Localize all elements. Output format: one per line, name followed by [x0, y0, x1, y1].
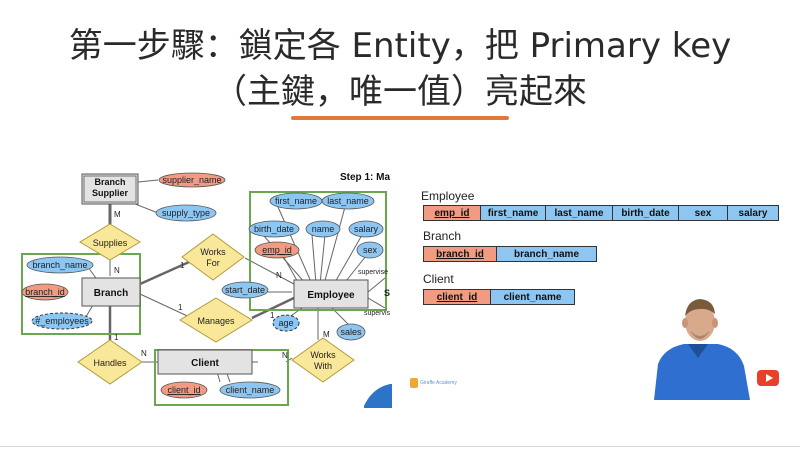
relationship-works-for-line-2: For	[206, 258, 220, 268]
branch-col-branch-name: branch_name	[496, 246, 597, 262]
attr-client-id-label: client_id	[167, 385, 200, 395]
card-m-workswith: M	[323, 330, 330, 339]
attr-age-label: age	[278, 318, 293, 328]
relationship-diamonds	[77, 223, 355, 385]
card-1-manages-branch: 1	[178, 303, 183, 312]
attr-last-name-label: last_name	[327, 196, 369, 206]
attr-sales-label: sales	[340, 327, 362, 337]
edge-label-supervisor: supervis	[364, 310, 391, 317]
attr-name: name	[305, 220, 341, 238]
relationship-works-with-line-2: With	[314, 361, 332, 371]
relationship-handles-label: Handles	[93, 358, 127, 368]
attr-client-name-label: client_name	[226, 385, 275, 395]
card-n-handles: N	[141, 349, 147, 358]
recursive-edge-labels: supervise supervis S	[358, 269, 391, 317]
attr-supplier-name-label: supplier_name	[162, 175, 221, 185]
attr-supplier-name: supplier_name	[158, 172, 226, 188]
attr-birth-date: birth_date	[248, 220, 300, 238]
employee-col-first-name: first_name	[480, 205, 546, 221]
employee-col-last-name: last_name	[545, 205, 613, 221]
client-col-client-name: client_name	[490, 289, 575, 305]
attr-emp-id: emp_id	[254, 241, 300, 259]
table-client-row: client_id client_name	[423, 289, 575, 305]
card-n-worksfor: N	[276, 271, 282, 280]
attr-start-date-label: start_date	[225, 285, 265, 295]
partial-blue-shape	[364, 384, 392, 408]
attr-branch-name: branch_name	[26, 256, 94, 274]
attr-branch-name-label: branch_name	[32, 260, 87, 270]
relationship-supplies-label: Supplies	[93, 238, 128, 248]
attr-first-name: first_name	[269, 192, 323, 210]
play-triangle-icon	[766, 374, 773, 382]
attr-branch-id: branch_id	[21, 283, 69, 301]
highlight-box-employee	[249, 191, 387, 311]
giraffe-academy-label: Giraffe Academy	[420, 380, 457, 386]
edge-label-supervisee: supervise	[358, 269, 388, 276]
card-n-workswith: N	[282, 351, 288, 360]
table-employee-title: Employee	[421, 189, 475, 203]
entity-employee-label: Employee	[307, 290, 355, 301]
attribute-ovals: supplier_name supply_type first_name las…	[21, 172, 384, 399]
slide-title-line-2: （主鍵，唯一值）亮起來	[213, 72, 587, 112]
card-m-supplies: M	[114, 210, 121, 219]
relationship-manages-label: Manages	[197, 316, 235, 326]
entity-branch-supplier-line-1: Branch	[94, 177, 125, 187]
step-label: Step 1: Ma	[340, 172, 390, 183]
attr-name-label: name	[312, 224, 335, 234]
entity-client: Client	[157, 349, 253, 375]
employee-col-salary: salary	[727, 205, 779, 221]
card-1-handles: 1	[114, 333, 119, 342]
giraffe-academy-logo: Giraffe Academy	[410, 378, 457, 388]
attr-sales: sales	[336, 323, 366, 341]
entity-branch-supplier: Branch Supplier	[81, 173, 139, 205]
relationship-works-with-line-1: Works	[310, 350, 336, 360]
relationship-works-for-line-1: Works	[200, 247, 226, 257]
table-client-title: Client	[423, 272, 454, 286]
table-branch-title: Branch	[423, 229, 462, 243]
card-1-worksfor: 1	[180, 261, 185, 270]
entity-employee: Employee	[293, 279, 369, 309]
title-underline	[291, 116, 509, 120]
cardinality-labels: M N 1 N 1 1 1 N M N	[114, 210, 330, 360]
attr-supply-type: supply_type	[155, 204, 217, 222]
attr-num-employees: #_employees	[31, 312, 93, 330]
entity-branch-supplier-line-2: Supplier	[92, 188, 129, 198]
attr-start-date: start_date	[221, 281, 269, 299]
edge-label-s: S	[384, 288, 390, 298]
attr-client-id: client_id	[160, 381, 208, 399]
attr-birth-date-label: birth_date	[254, 224, 294, 234]
client-col-client-id: client_id	[423, 289, 491, 305]
attr-salary: salary	[348, 220, 384, 238]
employee-col-birth-date: birth_date	[612, 205, 679, 221]
attr-branch-id-label: branch_id	[25, 287, 65, 297]
attr-sex: sex	[356, 241, 384, 259]
slide-title-line-1: 第一步驟：鎖定各 Entity，把 Primary key	[68, 26, 732, 66]
bottom-divider	[0, 446, 800, 447]
table-employee-row: emp_id first_name last_name birth_date s…	[423, 205, 779, 221]
attr-client-name: client_name	[219, 381, 281, 399]
presenter-video	[640, 290, 770, 400]
card-1-manages-emp: 1	[270, 311, 275, 320]
branch-col-branch-id: branch_id	[423, 246, 497, 262]
attr-sex-label: sex	[363, 245, 378, 255]
table-branch-row: branch_id branch_name	[423, 246, 597, 262]
attr-salary-label: salary	[354, 224, 379, 234]
attr-first-name-label: first_name	[275, 196, 317, 206]
attr-last-name: last_name	[321, 192, 375, 210]
employee-col-emp-id: emp_id	[423, 205, 481, 221]
giraffe-icon	[410, 378, 418, 388]
employee-col-sex: sex	[678, 205, 728, 221]
attr-age: age	[272, 314, 300, 332]
entity-client-label: Client	[191, 358, 219, 369]
attr-emp-id-label: emp_id	[262, 245, 292, 255]
attr-num-employees-label: #_employees	[35, 316, 89, 326]
er-diagram: Branch Supplier Branch Employee Client S…	[21, 172, 392, 408]
entity-branch: Branch	[81, 277, 141, 307]
card-n-supplies: N	[114, 266, 120, 275]
entity-branch-label: Branch	[94, 288, 128, 299]
attr-supply-type-label: supply_type	[162, 208, 210, 218]
